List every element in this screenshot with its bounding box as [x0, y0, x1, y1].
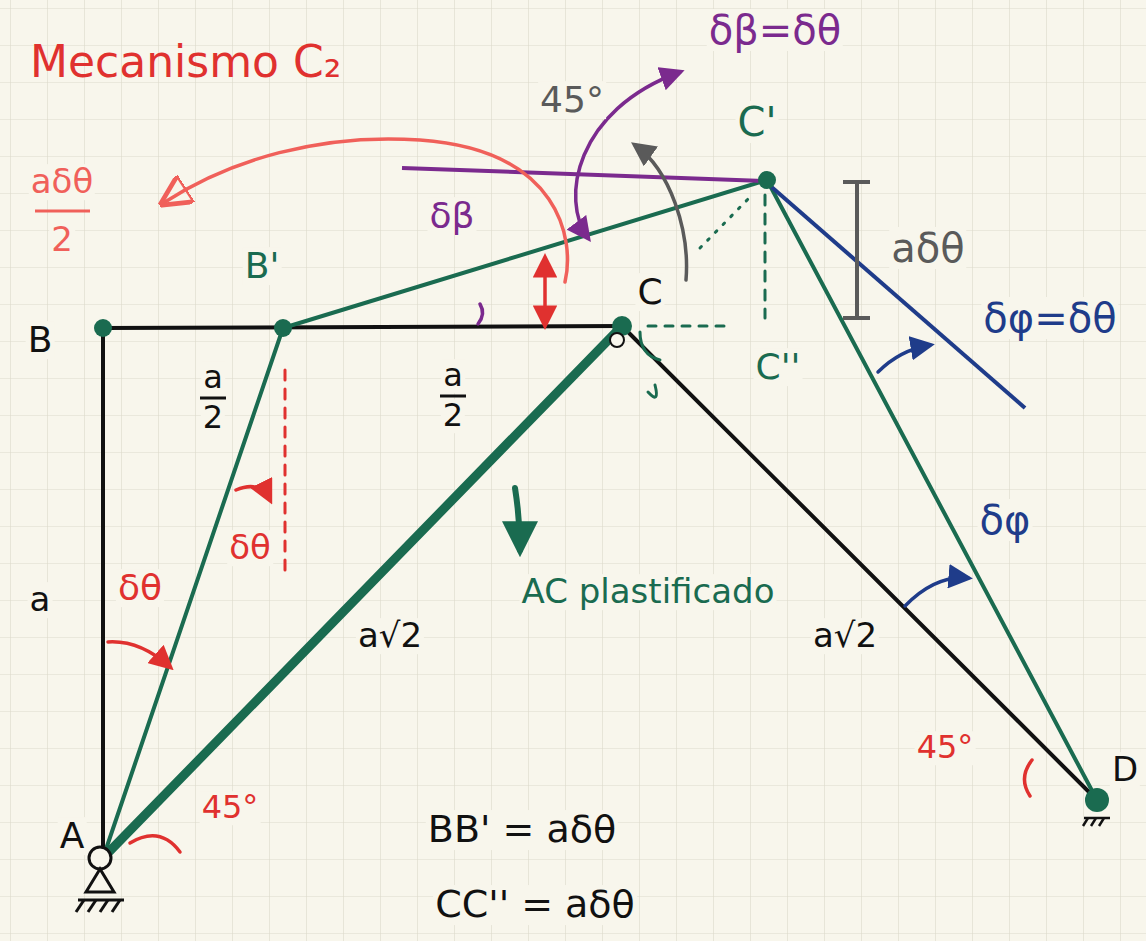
fraction-bars: [35, 211, 466, 398]
angle-label: δβ=δθ: [707, 9, 843, 51]
construction-lines: [285, 195, 765, 572]
fraction-denominator: 2: [49, 222, 75, 258]
point-label: C: [635, 273, 664, 311]
angle-arrows: [108, 72, 1032, 852]
deformed-mechanism: [103, 180, 1097, 858]
dimension-bracket: [843, 182, 870, 318]
angle-label: 45°: [538, 81, 606, 119]
length-label: a√2: [356, 618, 424, 654]
point-label: B': [243, 247, 282, 285]
angle-label: δβ: [428, 197, 477, 235]
angle-label: δφ=δθ: [981, 297, 1118, 339]
point-label: C'': [754, 348, 803, 386]
angle-label: 45°: [200, 791, 261, 825]
point-label: A: [58, 817, 87, 855]
pin-support: [76, 847, 124, 912]
displacement-label: aδθ: [29, 164, 95, 200]
reference-line: [402, 168, 767, 181]
fraction-denominator: 2: [201, 401, 225, 435]
point-label: D: [1110, 752, 1140, 788]
equation-label: CC'' = aδθ: [433, 885, 637, 925]
length-label: a: [28, 582, 53, 618]
original-frame: [103, 326, 1097, 858]
point-label: C': [736, 101, 779, 143]
angle-label: 45°: [915, 731, 976, 765]
angle-label: δθ: [227, 530, 273, 566]
length-label: a√2: [811, 618, 879, 654]
length-label: a: [441, 359, 465, 393]
angle-label: δθ: [116, 569, 164, 607]
point-label: B: [26, 321, 55, 359]
note-label: AC plastificado: [520, 574, 777, 610]
angle-label: δφ: [978, 499, 1033, 541]
diagram-title: Mecanismo C₂: [30, 38, 341, 86]
equation-label: BB' = aδθ: [426, 810, 618, 850]
fixed-support: [1083, 788, 1110, 826]
fraction-denominator: 2: [441, 399, 465, 433]
length-label: a: [201, 361, 225, 395]
joints: [94, 171, 776, 347]
dimension-label: aδθ: [889, 227, 966, 269]
extension-line: [767, 183, 1025, 408]
